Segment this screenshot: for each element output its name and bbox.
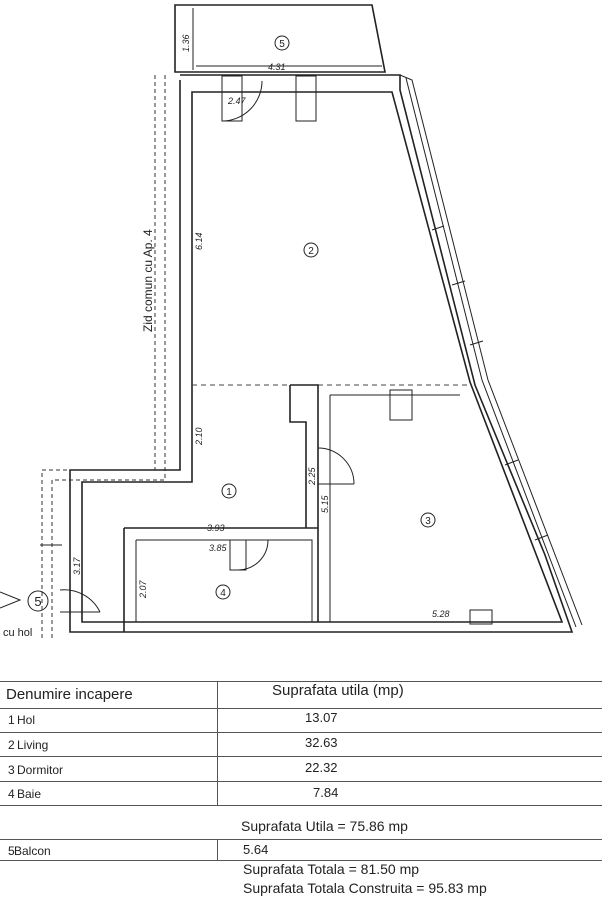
bathroom-walls <box>123 527 318 632</box>
dim-left-wing: 3.17 <box>72 556 82 575</box>
outer-walls <box>69 74 583 633</box>
common-wall-hatch <box>41 75 166 640</box>
room-marker-bathroom: 4 <box>215 584 231 600</box>
svg-text:3: 3 <box>425 516 431 527</box>
side-label: cu hol <box>3 627 32 639</box>
svg-text:5: 5 <box>279 39 285 50</box>
dim-bath-inner: 3.85 <box>209 543 228 553</box>
table-top-rule <box>0 681 602 682</box>
door-top <box>221 75 317 122</box>
total-built: Suprafata Totala Construita = 95.83 mp <box>243 880 487 896</box>
dim-balcony-depth: 1.36 <box>181 34 191 52</box>
window-ticks <box>431 225 549 541</box>
room-marker-balcony-top: 5 <box>274 35 290 51</box>
table-divider <box>217 839 218 860</box>
dim-balcony-width: 4.31 <box>268 62 286 72</box>
row-rule <box>0 708 602 709</box>
row-rule <box>0 732 602 733</box>
bedroom-walls <box>289 384 493 625</box>
row-rule <box>0 781 602 782</box>
row-rule <box>0 805 602 806</box>
row-rule <box>0 860 602 861</box>
total: Suprafata Totala = 81.50 mp <box>243 861 420 877</box>
row-rule <box>0 756 602 757</box>
dim-bedroom-side: 5.15 <box>320 494 330 513</box>
room-marker-hall: 1 <box>221 483 237 499</box>
header-area: Suprafata utila (mp) <box>272 682 404 699</box>
room-marker-bedroom: 3 <box>420 512 436 528</box>
table-divider <box>217 681 218 805</box>
balcony-top <box>174 4 386 73</box>
dim-hall-side: 2.25 <box>307 466 317 486</box>
room-marker-balcony-left: 5 <box>27 590 49 612</box>
dim-bath-top: 3.93 <box>207 523 225 533</box>
util-total: Suprafata Utila = 75.86 mp <box>241 818 408 834</box>
common-wall-label: Zid comun cu Ap. 4 <box>141 229 155 332</box>
left-entrance <box>0 544 101 613</box>
dim-living-length: 6.14 <box>194 232 204 250</box>
dim-door-width: 2.47 <box>227 96 247 106</box>
dim-bath-height: 2.07 <box>138 579 148 599</box>
dim-bedroom-width: 5.28 <box>432 609 450 619</box>
floor-plan: 1.36 4.31 2.47 6.14 2.10 2.25 5.15 3.93 … <box>0 4 583 640</box>
header-room-name: Denumire incapere <box>6 686 133 703</box>
svg-text:1: 1 <box>226 487 232 498</box>
svg-text:5: 5 <box>34 594 41 609</box>
dim-hall-length: 2.10 <box>194 427 204 446</box>
svg-text:2: 2 <box>308 246 314 257</box>
svg-text:4: 4 <box>220 588 226 599</box>
room-marker-living: 2 <box>303 242 319 258</box>
row-rule <box>0 839 602 840</box>
